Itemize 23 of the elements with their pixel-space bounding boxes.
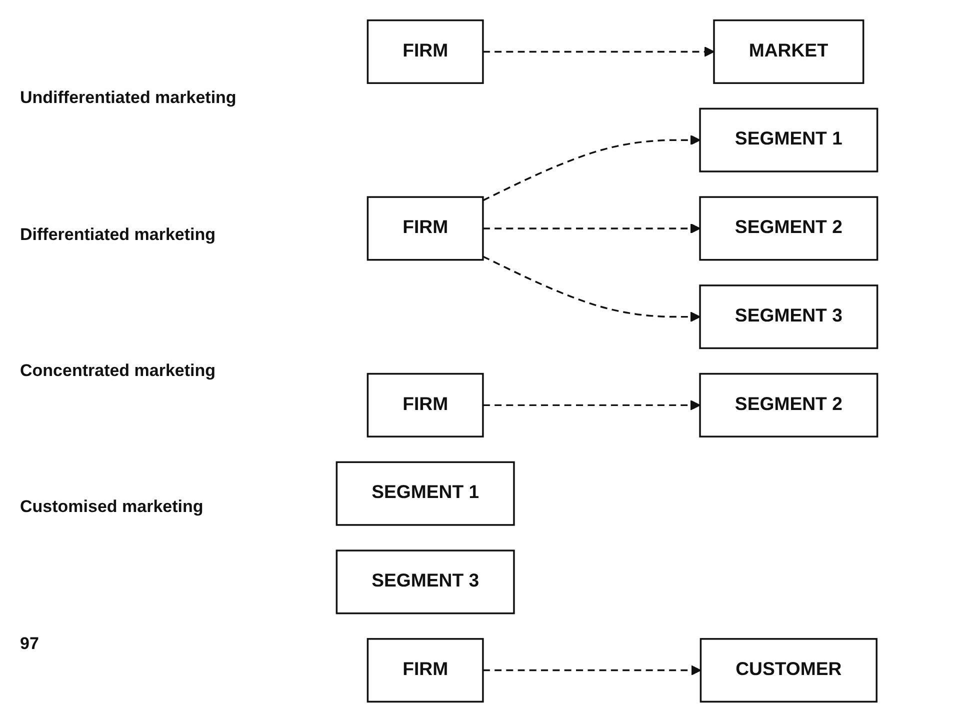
section-heading: Concentrated marketing [20, 360, 217, 381]
node-box: FIRM [366, 638, 484, 703]
node-box: FIRM [366, 19, 484, 84]
node-box: FIRM [366, 372, 484, 438]
node-box: CUSTOMER [700, 638, 878, 703]
arrow [482, 134, 700, 202]
node-box: SEGMENT 2 [699, 372, 878, 438]
node-box: MARKET [713, 19, 864, 84]
section-heading: Undifferentiated marketing [20, 88, 238, 108]
arrow [482, 46, 714, 57]
node-box: SEGMENT 3 [699, 284, 878, 350]
node-box: SEGMENT 3 [336, 550, 515, 614]
arrow [482, 400, 700, 410]
node-box: SEGMENT 2 [699, 196, 878, 261]
node-box: SEGMENT 1 [699, 108, 878, 172]
section-heading: Differentiated marketing [20, 224, 217, 245]
arrow [482, 256, 700, 322]
section-heading: Customised marketing [20, 497, 204, 518]
node-box: SEGMENT 1 [336, 461, 515, 526]
node-box: FIRM [366, 196, 484, 261]
arrow [482, 665, 702, 676]
section-heading: 97 [20, 634, 40, 654]
arrow [482, 223, 700, 234]
